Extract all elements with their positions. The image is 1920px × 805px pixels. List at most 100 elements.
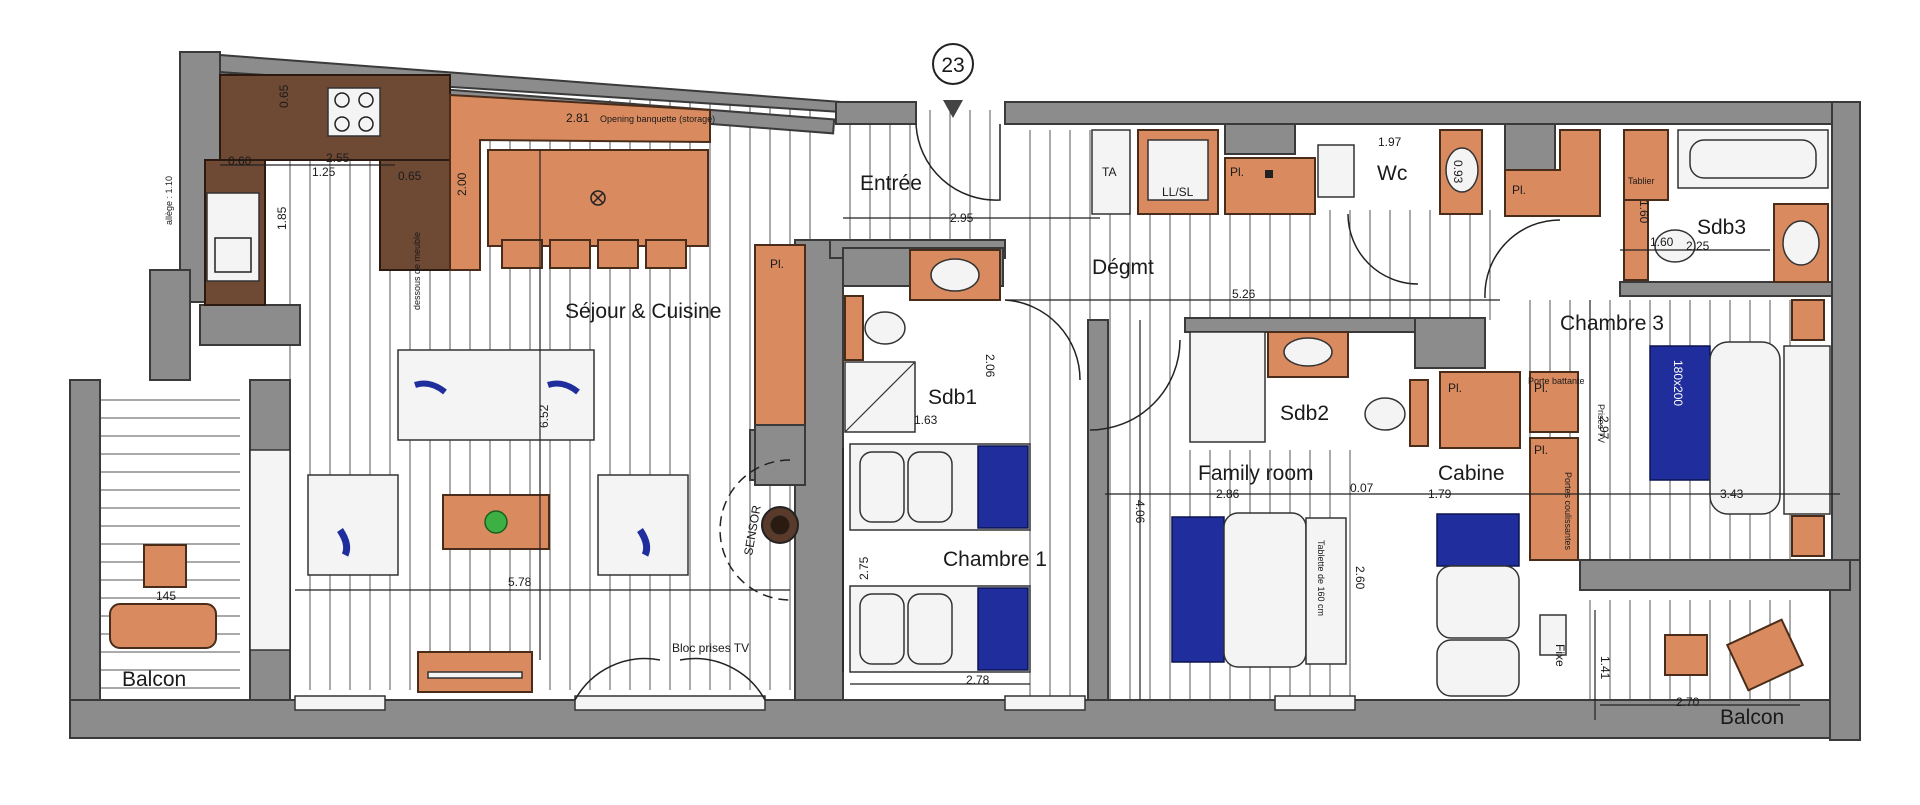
dim-297: 2.97 [1597, 416, 1611, 440]
chambre3-door-swing [1484, 219, 1561, 299]
bathtub [1677, 129, 1829, 189]
text-labels: 23 Séjour & Cuisine Entrée Dégmt Wc Sdb1… [122, 54, 1784, 729]
dim-281: 2.81 [566, 111, 590, 125]
wc-room [1317, 129, 1483, 285]
wall-right [1831, 101, 1861, 603]
armchair-left [307, 474, 399, 576]
room-label-entree: Entrée [860, 172, 922, 195]
bed-2-pillow-b [907, 593, 953, 665]
balcon-right-table [1664, 634, 1708, 676]
dim-652: 6.52 [537, 404, 551, 428]
family-bed-cover [1171, 516, 1225, 663]
bed-2-cover [977, 587, 1029, 671]
chambre3-nightstand-top [1791, 299, 1825, 341]
window-4 [1274, 695, 1356, 711]
dimension-lines [220, 150, 1840, 720]
pl-degmt-dot [1265, 170, 1273, 178]
sdb1-toilet [864, 311, 906, 345]
chambre1-room [849, 443, 1031, 673]
chair-4 [645, 239, 687, 269]
label-opening-banquette: Opening banquette (storage) [600, 114, 715, 124]
label-pl-sejour: Pl. [770, 257, 784, 271]
unit-marker-triangle [943, 100, 963, 118]
balcon-left-door [249, 449, 291, 651]
dim-007: 0.07 [1350, 481, 1374, 495]
armchair-right [597, 474, 689, 576]
dim-065: 0.65 [398, 169, 422, 183]
room-label-family-room: Family room [1198, 462, 1314, 485]
dim-526: 5.26 [1232, 287, 1256, 301]
chair-1 [501, 239, 543, 269]
dim-278: 2.78 [966, 673, 990, 687]
dim-206: 2.06 [983, 354, 997, 378]
bed-1-cover [977, 445, 1029, 529]
kitchen-counter-side [379, 159, 451, 271]
stove-core [770, 515, 790, 535]
dim-145: 145 [156, 589, 176, 603]
cabine-pl-1 [1439, 371, 1521, 449]
wall-entry-post [835, 101, 917, 125]
wall-top-right [1004, 101, 1856, 125]
sdb3-room [1504, 129, 1829, 283]
wc-toilet [1445, 147, 1479, 193]
label-tablier: Tablier [1628, 176, 1655, 186]
ta-cabinet [1091, 129, 1131, 215]
dim-295: 2.95 [950, 211, 974, 225]
dim-065-top: 0.65 [277, 84, 291, 108]
family-room [1089, 339, 1347, 668]
label-pl-sdb3: Pl. [1512, 183, 1526, 197]
wc-washbasin [1317, 144, 1355, 198]
sdb1-basin [930, 258, 980, 292]
sdb1-shower-diag [844, 361, 916, 433]
chambre3-nightstand-bottom [1791, 515, 1825, 557]
chambre3-room [1484, 219, 1831, 557]
sdb3-toilet [1654, 229, 1696, 263]
dim-275: 2.75 [857, 556, 871, 580]
dim-406: 4.06 [1133, 500, 1147, 524]
dim-160-a: 1.60 [1637, 200, 1651, 224]
room-label-balcon-right: Balcon [1720, 706, 1784, 729]
dim-185: 1.85 [275, 206, 289, 230]
cabine-bed-cover [1436, 513, 1520, 567]
family-door-swing [1089, 339, 1181, 431]
window-3 [1004, 695, 1086, 711]
cabine-pl-3 [1529, 437, 1579, 561]
label-tablette: Tablette de 160 cm [1316, 540, 1326, 616]
dim-160-b: 1.60 [1650, 235, 1674, 249]
label-pl-cabine-2: Pl. [1534, 381, 1548, 395]
ll-sl-inner [1147, 139, 1209, 201]
dim-260: 2.60 [1353, 566, 1367, 590]
cabine-bed-lower [1436, 639, 1520, 697]
room-label-wc: Wc [1377, 162, 1407, 185]
pendant-cross [592, 192, 604, 204]
room-label-sdb1: Sdb1 [928, 386, 977, 409]
dim-179: 1.79 [1428, 487, 1452, 501]
tv-screen [427, 671, 523, 679]
dining [449, 93, 711, 271]
wall-center-vertical [1087, 319, 1109, 701]
label-pl-cabine-3: Pl. [1534, 443, 1548, 457]
chambre3-pillows [1783, 345, 1831, 515]
dim-141: 1.41 [1598, 656, 1612, 680]
unit-number-circle [932, 43, 974, 85]
sdb1-toilet-cabinet [844, 295, 864, 361]
dim-270: 2.70 [1676, 695, 1700, 709]
label-ll-sl: LL/SL [1162, 185, 1194, 199]
plant-icon [484, 510, 508, 534]
room-label-chambre3: Chambre 3 [1560, 312, 1664, 335]
dim-125: 1.25 [312, 165, 336, 179]
hob [327, 87, 381, 137]
label-allege: allège : 1.10 [164, 176, 174, 225]
floor-balcon-left [100, 399, 240, 689]
wall-wc-top [1224, 123, 1296, 155]
balcon-left-table [143, 544, 187, 588]
bed-1-pillow-b [907, 451, 953, 523]
chambre3-bed-cover [1649, 345, 1711, 481]
sdb3-counter-left [1623, 199, 1649, 281]
sdb1-room [842, 247, 1081, 433]
armchair-right-cushion [637, 528, 651, 557]
dim-093: 0.93 [1451, 160, 1465, 184]
label-fixe: Fixe [1553, 644, 1567, 667]
bed-1-pillow-a [859, 451, 905, 523]
room-label-sejour: Séjour & Cuisine [565, 300, 721, 323]
